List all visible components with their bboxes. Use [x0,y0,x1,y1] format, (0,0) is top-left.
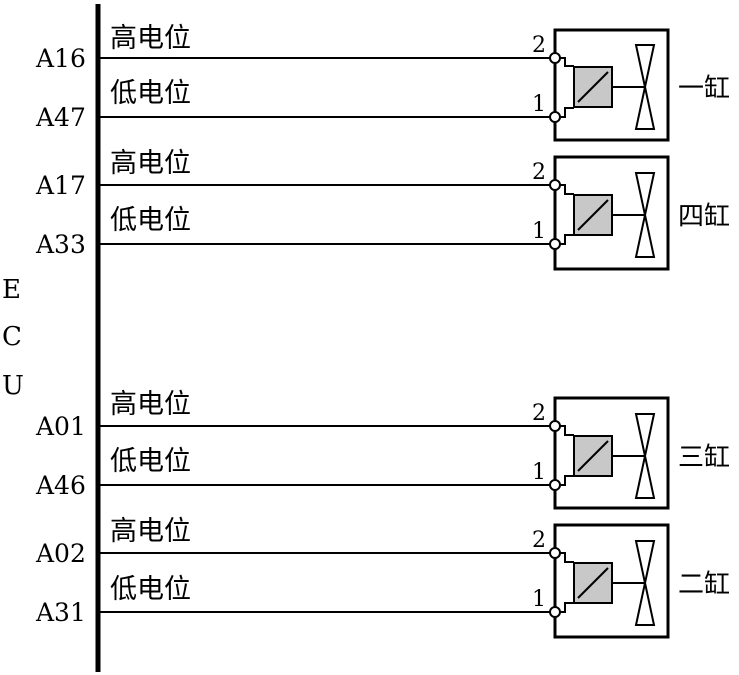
coil-slash [577,71,609,103]
ecu-letter-c: C [2,322,22,352]
terminal-2-number: 2 [532,401,546,426]
high-level-label: 高电位 [110,516,191,547]
injector-channel: A02 A31 高电位 低电位 2 1 二缸 [35,516,730,639]
valve-upper-cone [634,540,656,584]
low-level-label: 低电位 [110,446,191,477]
ecu-letter-u: U [2,371,24,401]
high-pin-label: A02 [35,539,86,568]
terminal-1 [549,238,561,250]
valve-lower-cone [634,455,656,499]
valve-upper-cone [634,172,656,216]
high-level-label: 高电位 [110,23,191,54]
valve-lower-cone [634,582,656,626]
terminal-1-number: 1 [532,460,546,485]
coil-slash [577,440,609,472]
terminal-1-number: 1 [532,92,546,117]
low-pin-label: A47 [35,103,86,132]
injector-channel: A16 A47 高电位 低电位 2 1 一缸 [35,23,730,142]
cylinder-label: 三缸 [678,443,730,473]
low-level-label: 低电位 [110,574,191,605]
cylinder-label: 四缸 [678,202,730,232]
terminal-1-number: 1 [532,587,546,612]
valve-upper-cone [634,44,656,88]
cylinder-label: 二缸 [678,570,730,600]
terminal-2 [549,420,561,432]
injector-channel: A01 A46 高电位 低电位 2 1 三缸 [35,389,730,510]
high-level-label: 高电位 [110,389,191,420]
terminal-2 [549,52,561,64]
low-pin-label: A31 [35,598,86,627]
valve-upper-cone [634,413,656,457]
terminal-1 [549,479,561,491]
terminal-2-number: 2 [532,528,546,553]
terminal-2 [549,547,561,559]
high-pin-label: A01 [35,412,86,441]
cylinder-label: 一缸 [678,74,730,104]
terminal-2-number: 2 [532,160,546,185]
low-level-label: 低电位 [110,78,191,109]
terminal-1 [549,606,561,618]
low-pin-label: A46 [35,471,86,500]
injector-channel: A17 A33 高电位 低电位 2 1 四缸 [35,148,730,271]
high-pin-label: A17 [35,171,86,200]
terminal-1 [549,111,561,123]
high-pin-label: A16 [35,44,86,73]
low-pin-label: A33 [35,230,86,259]
valve-lower-cone [634,86,656,130]
terminal-2-number: 2 [532,33,546,58]
low-level-label: 低电位 [110,205,191,236]
coil-slash [577,199,609,231]
terminal-1-number: 1 [532,219,546,244]
high-level-label: 高电位 [110,148,191,179]
ecu-letter-e: E [2,275,21,305]
coil-slash [577,567,609,599]
terminal-2 [549,179,561,191]
valve-lower-cone [634,214,656,258]
